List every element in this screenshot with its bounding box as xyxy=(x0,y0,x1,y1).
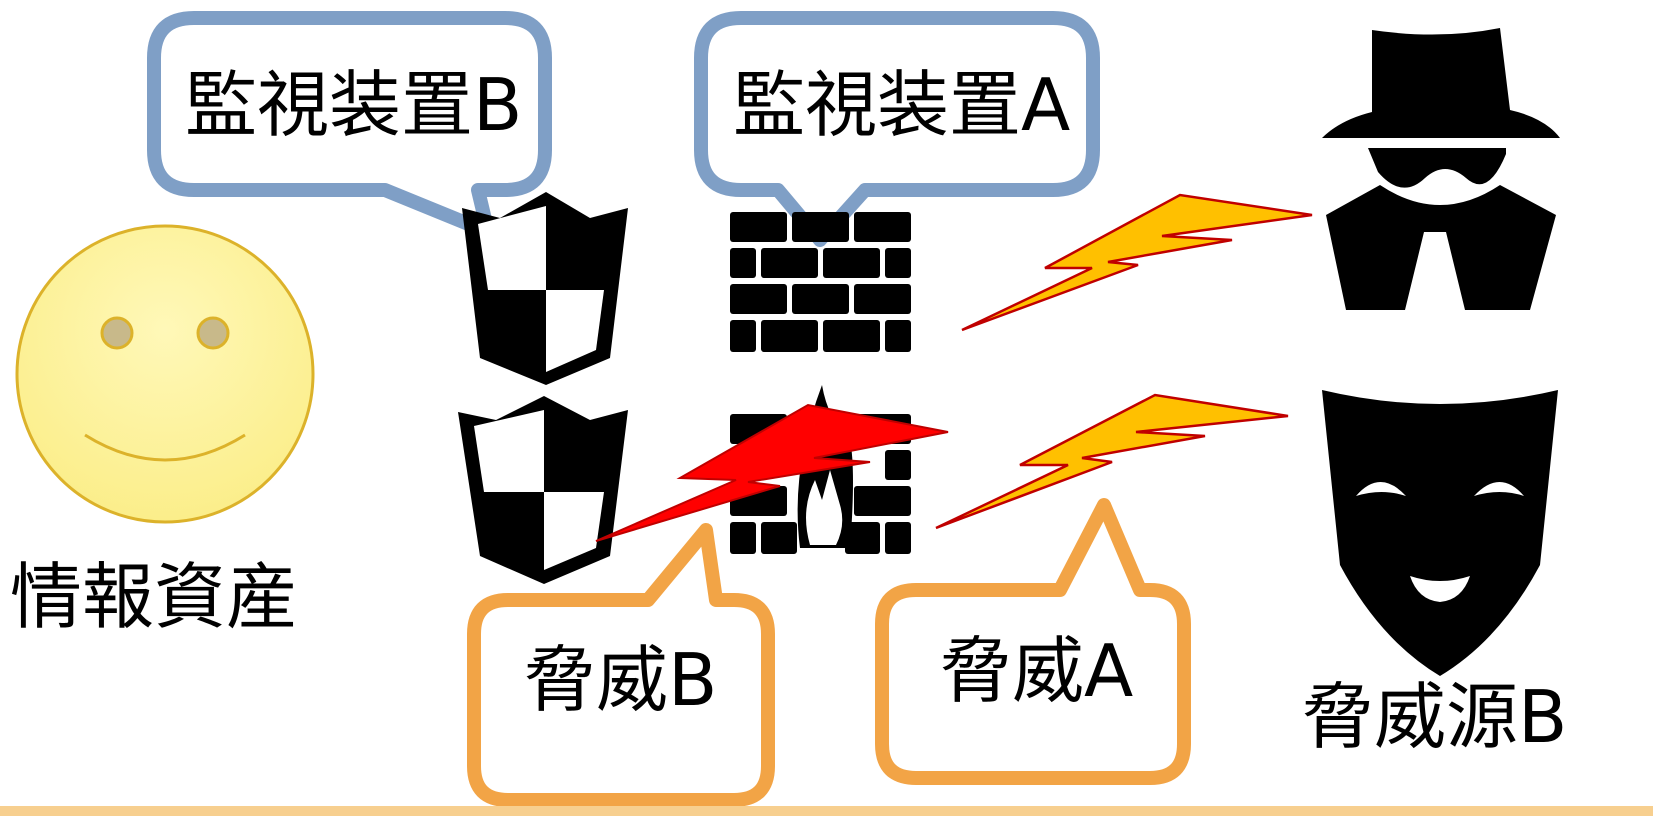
smiley-face-icon xyxy=(15,224,315,524)
lightning-bolt-icon xyxy=(961,193,1313,332)
threat-source-b-label: 脅威源B xyxy=(1302,675,1567,759)
monitor-b-callout: 監視装置B xyxy=(147,11,552,239)
monitor-b-label: 監視装置B xyxy=(185,63,522,147)
spy-icon xyxy=(1322,28,1560,310)
monitor-a-label: 監視装置A xyxy=(733,63,1070,147)
lightning-bolt-icon xyxy=(595,403,949,542)
shield-icon xyxy=(458,396,628,584)
threat-b-label: 脅威B xyxy=(524,638,717,722)
threat-a-callout: 脅威A xyxy=(875,498,1191,785)
mask-icon xyxy=(1322,390,1558,676)
lightning-bolt-icon xyxy=(935,393,1289,530)
bottom-accent-bar xyxy=(0,806,1653,816)
threat-a-label: 脅威A xyxy=(940,629,1133,713)
firewall-icon xyxy=(730,212,911,352)
monitor-a-callout: 監視装置A xyxy=(694,11,1100,247)
burning-firewall-icon xyxy=(730,385,911,554)
info-asset-label: 情報資産 xyxy=(10,555,298,639)
shield-icon xyxy=(462,192,628,385)
threat-b-callout: 脅威B xyxy=(467,523,775,807)
